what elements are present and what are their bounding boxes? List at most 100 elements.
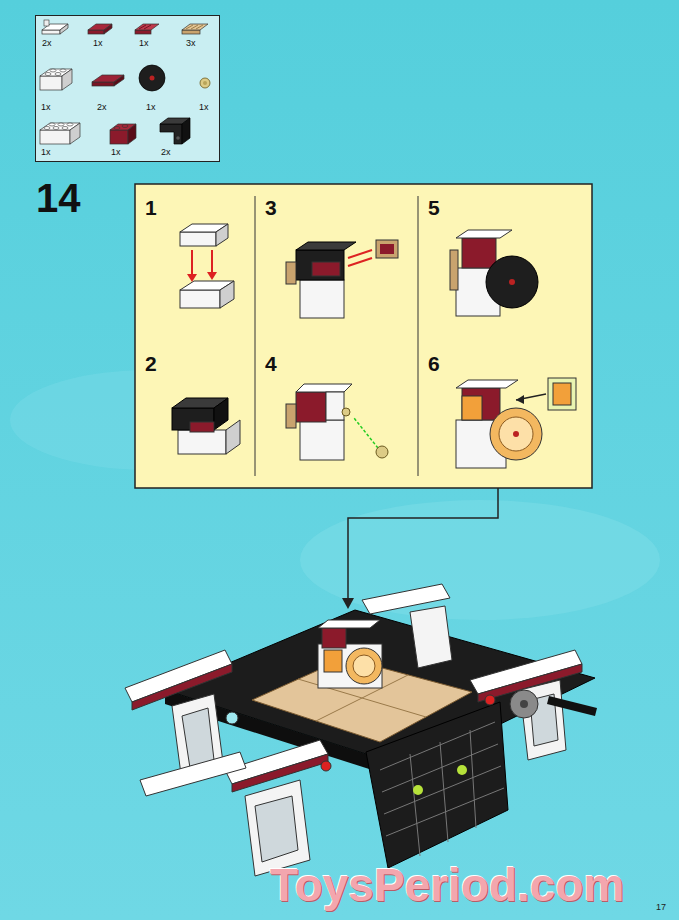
substep-5-assembly-shape	[450, 250, 458, 290]
part-white-tile	[42, 20, 68, 34]
part-dark-red-brick-shape	[128, 124, 136, 144]
substep-3-assembly-shape	[348, 250, 372, 258]
part-tan-grille-shape	[196, 25, 203, 29]
part-dark-red-brick	[110, 124, 136, 144]
part-black-bracket	[160, 118, 190, 144]
substep-4-assembly-shape	[296, 392, 326, 422]
substep-3-assembly-shape	[376, 240, 398, 258]
part-quantity: 1x	[111, 148, 121, 158]
substep-2-assembly-shape	[190, 422, 214, 432]
part-dark-red-tile-shape	[114, 75, 124, 86]
substep-panel-shape	[255, 196, 256, 476]
substep-cell: 2	[136, 342, 254, 486]
substep-number: 2	[145, 352, 157, 375]
substep-3-assembly-shape	[296, 242, 356, 250]
substep-3-assembly	[286, 240, 398, 318]
substep-number: 6	[428, 352, 440, 375]
model-legs	[140, 606, 566, 876]
part-black-bracket-shape	[176, 136, 180, 140]
part-white-brick-2x3-shape	[62, 127, 68, 130]
substep-2-assembly-shape	[178, 430, 226, 454]
part-white-brick-2x2-shape	[45, 73, 51, 76]
model-details	[226, 695, 495, 771]
substep-4-assembly-shape	[376, 446, 388, 458]
part-quantity: 1x	[41, 148, 51, 158]
model-cage-shape	[380, 722, 495, 770]
model-axle-shape	[510, 690, 538, 718]
model-legs-shape	[182, 708, 214, 768]
substep-3-assembly-shape	[300, 280, 344, 318]
part-black-bracket-shape	[182, 118, 190, 144]
model-cage-shape	[410, 754, 420, 856]
model-new-subassembly-shape	[324, 650, 342, 672]
callout-leader-shape	[342, 598, 354, 609]
substep-1-bricks-shape	[180, 232, 216, 246]
part-black-disc	[139, 65, 165, 91]
substep-1-bricks-shape	[187, 274, 197, 282]
part-quantity: 1x	[93, 39, 103, 49]
substep-5-assembly-shape	[486, 256, 538, 308]
part-white-brick-2x3-shape	[44, 127, 50, 130]
part-white-brick-2x2-shape	[60, 69, 66, 72]
model-new-subassembly	[318, 620, 382, 688]
substep-cell: 4	[256, 342, 417, 486]
model-cage-shape	[366, 702, 508, 868]
model-new-subassembly-shape	[353, 655, 375, 677]
substep-1-bricks-shape	[191, 250, 193, 278]
watermark: ToysPeriod.com	[270, 860, 624, 911]
substep-number: 3	[265, 196, 277, 219]
substep-6-assembly-shape	[462, 396, 482, 420]
part-dark-red-grille-shape	[144, 25, 151, 29]
part-quantity: 1x	[146, 103, 156, 113]
part-tan-pin	[200, 78, 210, 88]
substep-cell: 5	[419, 186, 590, 340]
substep-6-assembly-shape	[499, 417, 533, 451]
substep-3-assembly-shape	[312, 262, 340, 276]
substep-3-assembly-shape	[348, 258, 372, 266]
part-dark-red-grille-shape	[135, 30, 151, 34]
substep-3-assembly-shape	[380, 244, 394, 254]
substep-4-assembly-shape	[296, 384, 352, 392]
model-legs-shape	[140, 752, 246, 796]
substep-3-assembly-shape	[286, 262, 296, 284]
part-white-brick-2x2-shape	[40, 76, 62, 90]
model-new-subassembly-shape	[322, 628, 346, 648]
part-dark-red-brick-shape	[110, 130, 128, 144]
substep-cell: 6	[419, 342, 590, 486]
model-legs-shape	[255, 796, 298, 862]
model-axle	[510, 690, 596, 718]
substep-panel-shape	[135, 184, 592, 488]
part-white-tile-shape	[42, 30, 60, 34]
part-black-disc-shape	[139, 65, 165, 91]
model-axle-shape	[548, 700, 596, 712]
substep-6-assembly-shape	[490, 408, 542, 460]
substep-2-assembly-shape	[226, 420, 240, 454]
model-legs-shape	[410, 606, 452, 668]
model-cage-shape	[470, 730, 476, 828]
model-cage-shape	[440, 742, 448, 842]
part-quantity: 1x	[41, 103, 51, 113]
model-axle-shape	[520, 700, 528, 708]
substep-4-assembly-shape	[326, 392, 344, 420]
substep-4-assembly	[286, 384, 388, 460]
substep-6-assembly-shape	[513, 431, 519, 437]
substep-cell: 3	[256, 186, 417, 340]
part-tan-pin-shape	[203, 81, 207, 85]
model-details-shape	[321, 761, 331, 771]
part-dark-red-plate-shape	[104, 24, 112, 34]
substep-5-assembly	[450, 230, 538, 316]
substep-4-assembly-shape	[342, 408, 350, 416]
model-cage-shape	[386, 788, 504, 836]
part-dark-red-brick-shape	[122, 125, 128, 128]
part-white-brick-2x3-shape	[53, 127, 59, 130]
part-quantity: 2x	[42, 39, 52, 49]
substep-5-assembly-shape	[462, 238, 496, 268]
part-quantity: 3x	[186, 39, 196, 49]
part-white-brick-2x3-shape	[67, 123, 73, 126]
part-dark-red-tile	[92, 75, 124, 86]
